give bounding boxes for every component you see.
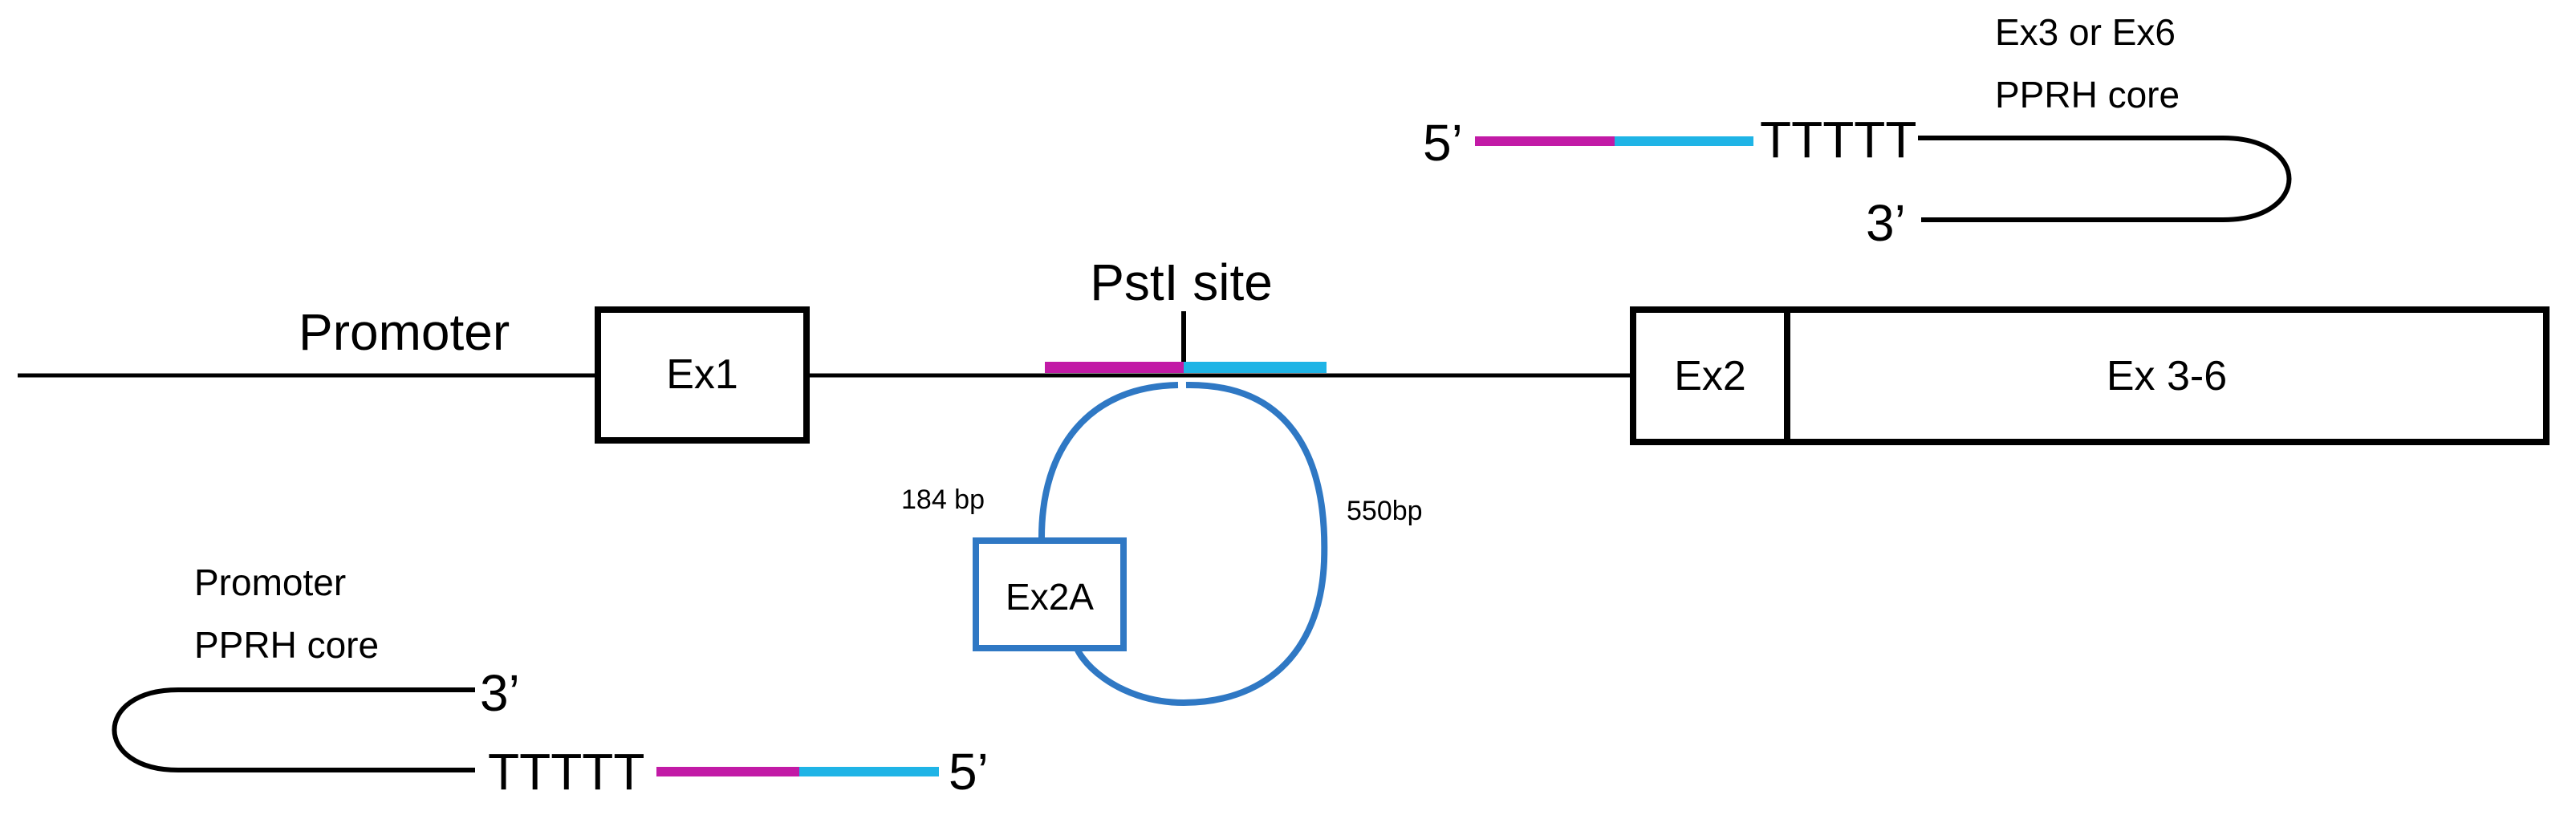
ex1-box xyxy=(595,306,810,444)
ex3-6-label: Ex 3-6 xyxy=(2107,353,2227,399)
ex2-ex3-6-box xyxy=(1630,306,2550,445)
bottom-hairpin-strand xyxy=(112,687,475,772)
intron-loop xyxy=(1072,381,1328,707)
ex2a-label: Ex2A xyxy=(1006,576,1094,618)
bottom-three-prime-label: 3’ xyxy=(480,664,520,722)
top-five-prime-label: 5’ xyxy=(1423,114,1463,172)
ex1-label: Ex1 xyxy=(666,351,738,398)
bottom-pprh-title-line2: PPRH core xyxy=(194,624,379,666)
top-three-prime-label: 3’ xyxy=(1866,194,1906,252)
bp-right-label: 550bp xyxy=(1347,496,1423,526)
bp-left-label: 184 bp xyxy=(901,484,985,515)
top-hairpin-strand xyxy=(1918,136,2292,222)
bottom-pprh-title-line1: Promoter xyxy=(194,562,346,603)
top-pprh-title-line1: Ex3 or Ex6 xyxy=(1995,11,2176,53)
bottom-poly-t-label: TTTTT xyxy=(488,743,644,801)
bottom-five-prime-label: 5’ xyxy=(949,743,989,801)
ex2-label: Ex2 xyxy=(1674,353,1746,399)
psti-site-label: PstI site xyxy=(1090,253,1273,311)
top-pprh-title-line2: PPRH core xyxy=(1995,74,2180,116)
top-poly-t-label: TTTTT xyxy=(1760,111,1916,168)
promoter-label: Promoter xyxy=(299,303,510,361)
intron-loop-left xyxy=(1038,382,1179,538)
ex2a-box xyxy=(973,537,1127,651)
